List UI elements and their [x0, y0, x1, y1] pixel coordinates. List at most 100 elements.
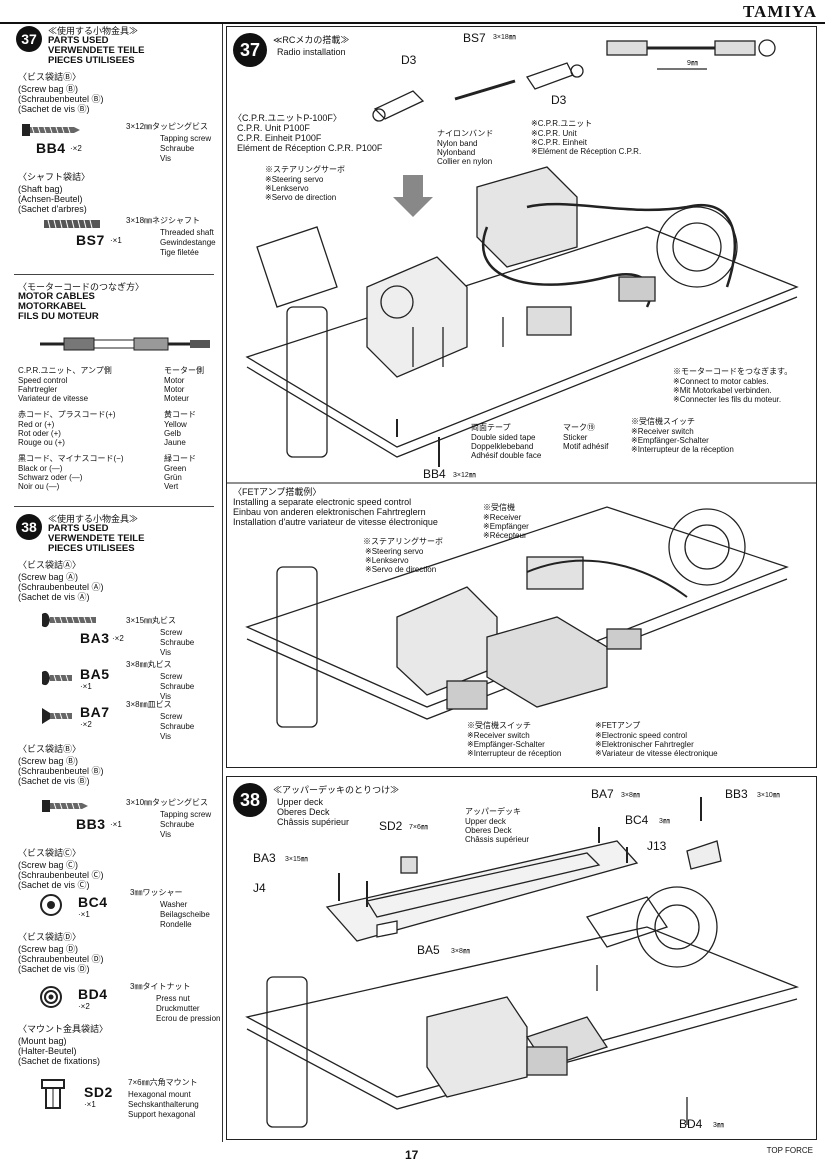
step-37-badge: 37 [16, 26, 42, 52]
part-desc: Screw Schraube Vis [160, 672, 195, 701]
cable-red-jp: 赤コード、プラスコード(+) [18, 410, 116, 419]
panel38-title-jp: ≪アッパーデッキのとりつけ≫ [273, 785, 400, 795]
cable-black-jp: 黒コード、マイナスコード(−) [18, 454, 124, 463]
label-nylon-band: Nylon band Nylonband Collier en nylon [437, 139, 493, 166]
cable-motor-jp: モーター側 [164, 366, 204, 375]
cable-speed-control: Speed control Fahrtregler Variateur de v… [18, 376, 89, 403]
part-qty: ·×2 [70, 144, 82, 153]
bag-b-title: 〈ビス袋詰Ⓑ〉 [18, 72, 82, 82]
label-ba3: BA3 [253, 851, 276, 865]
label-ba7-size: 3×8㎜ [621, 792, 640, 799]
part-qty: ·×2 [112, 634, 124, 643]
radio-installation-illustration [227, 39, 816, 728]
step-38-badge: 38 [233, 783, 267, 817]
cable-green: Green Grün Vert [164, 464, 187, 491]
shaft-bag-title: 〈シャフト袋詰〉 [18, 172, 91, 182]
label-upper-deck: Upper deck Oberes Deck Châssis supérieur [465, 817, 530, 844]
label-bb3-size: 3×10㎜ [757, 792, 780, 799]
label-j13: J13 [647, 839, 667, 853]
part-desc: Washer Beilagscheibe Rondelle [160, 900, 210, 929]
label-bs7-size: 3×18㎜ [493, 34, 516, 41]
motor-cables-title: MOTORKABEL [18, 301, 86, 312]
mount-bag-line: (Mount bag) [18, 1036, 67, 1046]
model-name: TOP FORCE [766, 1146, 813, 1155]
bag-d-line: (Sachet de vis Ⓓ) [18, 964, 90, 974]
part-qty: ·×1 [84, 1100, 96, 1109]
part-desc: Press nut Druckmutter Ecrou de pression [156, 994, 221, 1023]
fet-title: Installing a separate electronic speed c… [233, 497, 438, 527]
parts-sidebar: 37 ≪使用する小物金具≫ PARTS USED VERWENDETE TEIL… [14, 26, 220, 1136]
bag-d-line: (Screw bag Ⓓ) [18, 944, 79, 954]
parts-title-en: PARTS USED [48, 35, 109, 46]
label-j4: J4 [253, 881, 266, 895]
flat-screw-icon [42, 708, 72, 724]
label-ba5-size: 3×8㎜ [451, 948, 470, 955]
part-size: 3×10㎜タッピングビス [126, 798, 209, 807]
part-qty: ·×2 [80, 720, 92, 729]
column-divider [222, 24, 223, 1142]
step-37-badge: 37 [233, 33, 267, 67]
label-steering-servo-jp: ※ステアリングサーボ [265, 165, 345, 174]
part-code-ba5: BA5 [80, 666, 110, 682]
cable-red: Red or (+) Rot oder (+) Rouge ou (+) [18, 420, 65, 447]
part-qty: ·×1 [80, 682, 92, 691]
label-steering-servo-jp: ※ステアリングサーボ [363, 537, 443, 546]
bag-a-line: (Schraubenbeutel Ⓐ) [18, 582, 104, 592]
bag-c-line: (Schraubenbeutel Ⓒ) [18, 870, 104, 880]
label-sticker: Sticker Motif adhésif [563, 433, 609, 451]
part-code-bb4: BB4 [36, 140, 66, 156]
parts-title-fr: PIECES UTILISEES [48, 543, 135, 554]
step-38-panel: 38 ≪アッパーデッキのとりつけ≫ Upper deck Oberes Deck… [226, 776, 817, 1140]
label-ba5: BA5 [417, 943, 440, 957]
part-desc: Screw Schraube Vis [160, 628, 195, 657]
threaded-shaft-icon [44, 219, 100, 229]
fet-title-jp: 〈FETアンプ搭載例〉 [233, 487, 322, 497]
section-divider [14, 506, 214, 507]
bag-b-line: (Sachet de vis Ⓑ) [18, 776, 90, 786]
label-sticker-jp: マーク⑲ [563, 423, 595, 432]
label-bc4: BC4 [625, 813, 649, 827]
part-size: 3×8㎜皿ビス [126, 700, 172, 709]
label-ba7: BA7 [591, 787, 614, 801]
page-number: 17 [405, 1148, 419, 1162]
section-divider [14, 274, 214, 275]
label-sd2-size: 7×6㎜ [409, 824, 428, 831]
hex-mount-icon [41, 1079, 65, 1109]
parts-title-en: PARTS USED [48, 523, 109, 534]
motor-cables-title-jp: 〈モーターコードのつなぎ方〉 [18, 282, 145, 292]
cable-speed-control-jp: C.P.R.ユニット、アンプ側 [18, 366, 112, 375]
dimension-label: 9㎜ [687, 60, 698, 67]
label-steering-servo: ※Steering servo ※Lenkservo ※Servo de dir… [265, 175, 337, 202]
panel37-title-en: Radio installation [277, 47, 346, 57]
part-qty: ·×2 [78, 1002, 90, 1011]
cable-black: Black or (—) Schwarz oder (—) Noir ou (—… [18, 464, 83, 491]
bag-c-title: 〈ビス袋詰Ⓒ〉 [18, 848, 82, 858]
bag-c-line: (Screw bag Ⓒ) [18, 860, 79, 870]
header-rule [0, 22, 825, 24]
label-cpr-unit-jp: 〈C.P.R.ユニットP-100F〉 [233, 113, 342, 123]
cable-motor: Motor Motor Moteur [164, 376, 189, 403]
press-nut-icon [40, 986, 62, 1008]
label-switch-jp: ※受信機スイッチ [467, 721, 531, 730]
round-screw-icon [42, 612, 96, 628]
motor-cables-title: MOTOR CABLES [18, 291, 95, 302]
step-38-badge: 38 [16, 514, 42, 540]
bag-b-title: 〈ビス袋詰Ⓑ〉 [18, 744, 82, 754]
bag-b-line: (Sachet de vis Ⓑ) [18, 104, 90, 114]
bag-b-line: (Schraubenbeutel Ⓑ) [18, 94, 104, 104]
bag-a-line: (Sachet de vis Ⓐ) [18, 592, 90, 602]
bag-c-line: (Sachet de vis Ⓒ) [18, 880, 90, 890]
label-bd4: BD4 [679, 1117, 703, 1131]
label-d3: D3 [401, 53, 417, 67]
part-code-sd2: SD2 [84, 1084, 113, 1100]
part-desc: Hexagonal mount Sechskanthalterung Suppo… [128, 1090, 199, 1119]
part-size: 3×8㎜丸ビス [126, 660, 172, 669]
shaft-bag-line: (Achsen-Beutel) [18, 194, 83, 204]
upper-deck-illustration [245, 797, 800, 1128]
cable-green-jp: 緑コード [164, 454, 196, 463]
shaft-bag-line: (Sachet d'arbres) [18, 204, 87, 214]
label-bd4-size: 3㎜ [713, 1122, 724, 1129]
parts-title-de: VERWENDETE TEILE [48, 533, 145, 544]
step-37-panel: 37 ≪RCメカの搭載≫ Radio installation BS7 3×18… [226, 26, 817, 768]
label-motor-connect-jp: ※モーターコードをつなぎます。 [673, 367, 793, 376]
